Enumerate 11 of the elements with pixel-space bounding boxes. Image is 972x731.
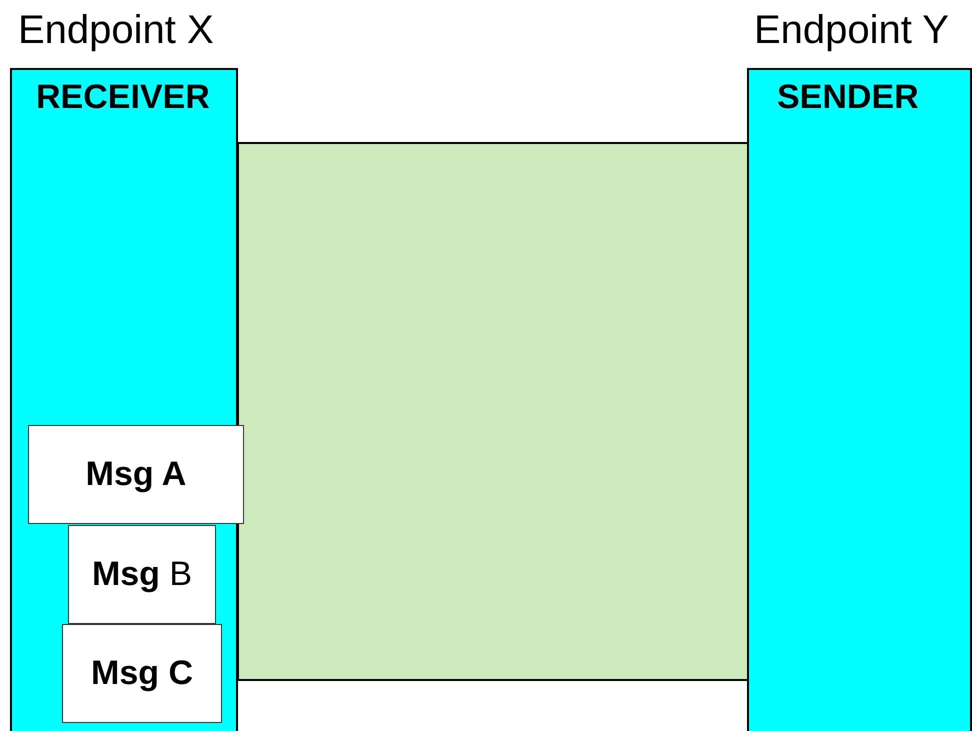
message-box <box>62 624 222 723</box>
endpoint-title: Endpoint Y <box>754 8 949 53</box>
role-heading: RECEIVER <box>36 78 210 117</box>
message-box <box>28 425 244 524</box>
message-label: Msg A <box>86 455 186 494</box>
endpoint-title: Endpoint X <box>18 8 214 53</box>
message-label: Msg B <box>92 555 192 594</box>
message-label: Msg C <box>91 654 193 693</box>
channel-box <box>237 142 749 681</box>
role-heading: SENDER <box>777 78 919 117</box>
message-box <box>68 525 216 624</box>
